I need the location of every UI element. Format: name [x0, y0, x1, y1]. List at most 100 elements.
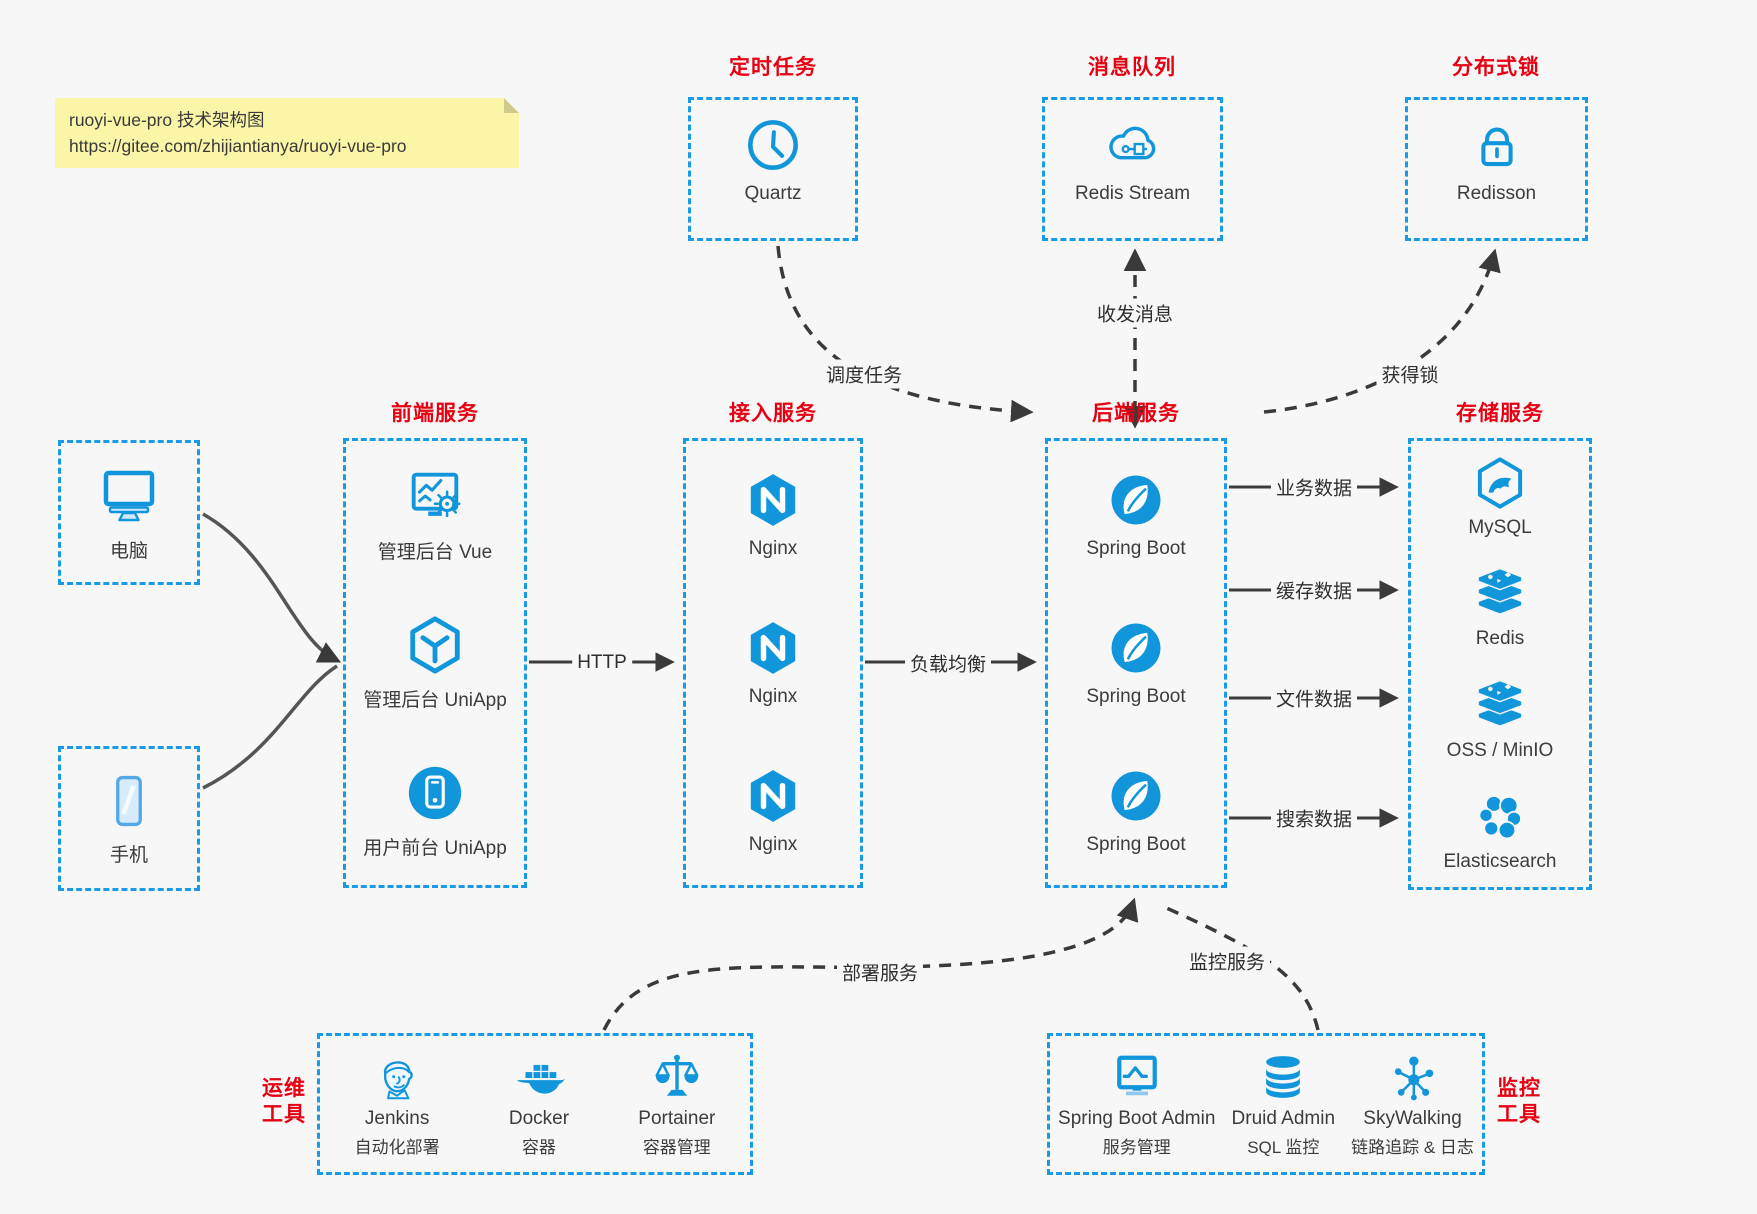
- node-admin-vue: 管理后台 Vue: [378, 466, 492, 564]
- tool-name: Druid Admin: [1231, 1107, 1336, 1129]
- node-label: Redis: [1475, 628, 1525, 650]
- sticky-note: ruoyi-vue-pro 技术架构图 https://gitee.com/zh…: [55, 98, 519, 168]
- node-label: Spring Boot: [1086, 537, 1186, 559]
- edge-label-business-data: 业务数据: [1270, 472, 1358, 502]
- edge-label-schedule-task: 调度任务: [820, 359, 908, 389]
- frontend-services-title: 前端服务: [391, 402, 479, 425]
- message-queue-box: Redis Stream: [1042, 97, 1223, 241]
- storage-services-box: MySQL Redis OSS / MinIO Elasticsearch: [1408, 438, 1592, 890]
- node-jenkins: Jenkins 自动化部署: [355, 1051, 440, 1158]
- node-redis: Redis: [1472, 566, 1528, 650]
- node-label: MySQL: [1468, 516, 1532, 538]
- storage-services-title: 存储服务: [1456, 402, 1544, 425]
- edge-label-load-balance: 负载均衡: [904, 648, 992, 678]
- docker-whale-icon: [512, 1051, 566, 1105]
- spring-boot-icon: [1107, 767, 1165, 825]
- edge-label-file-data: 文件数据: [1270, 683, 1358, 713]
- tool-desc: 服务管理: [1102, 1137, 1171, 1157]
- node-user-uniapp: 用户前台 UniApp: [363, 762, 507, 860]
- mysql-dolphin-icon: [1472, 455, 1528, 511]
- note-fold-corner: [504, 98, 519, 113]
- lock-icon: [1468, 116, 1526, 174]
- node-oss-minio: OSS / MinIO: [1446, 678, 1554, 762]
- gateway-services-title: 接入服务: [729, 402, 817, 425]
- edge-label-send-receive-message: 收发消息: [1091, 298, 1179, 328]
- node-redis-stream: Redis Stream: [1075, 116, 1190, 205]
- scheduled-task-box: Quartz: [688, 97, 858, 241]
- tool-name: Spring Boot Admin: [1058, 1107, 1216, 1129]
- tool-desc: 链路追踪 & 日志: [1351, 1137, 1474, 1157]
- pc-client-box: 电脑: [58, 440, 200, 585]
- node-nginx-2: Nginx: [744, 619, 802, 708]
- ops-tools-label-line2: 工具: [262, 1103, 306, 1127]
- node-druid-admin: Druid Admin SQL 监控: [1231, 1051, 1336, 1158]
- node-label: Nginx: [748, 833, 798, 855]
- node-label: Nginx: [748, 685, 798, 707]
- gateway-services-box: Nginx Nginx Nginx: [683, 438, 863, 888]
- tool-name: Docker: [508, 1107, 570, 1129]
- node-nginx-3: Nginx: [744, 767, 802, 856]
- ops-tools-label-line1: 运维: [262, 1077, 306, 1100]
- tool-desc: 容器管理: [642, 1137, 711, 1157]
- node-redisson: Redisson: [1457, 116, 1536, 205]
- nginx-icon: [744, 471, 802, 529]
- node-label: Spring Boot: [1086, 833, 1186, 855]
- monitor-tools-label-line1: 监控: [1497, 1077, 1541, 1100]
- edge-label-cache-data: 缓存数据: [1270, 575, 1358, 605]
- admin-dashboard-icon: [404, 466, 466, 528]
- backend-services-box: Spring Boot Spring Boot Spring Boot: [1045, 438, 1227, 888]
- message-queue-title: 消息队列: [1088, 56, 1176, 79]
- node-springboot-1: Spring Boot: [1086, 471, 1186, 560]
- database-icon: [1256, 1051, 1310, 1105]
- edge-label-search-data: 搜索数据: [1270, 803, 1358, 833]
- node-springboot-2: Spring Boot: [1086, 619, 1186, 708]
- node-label: Nginx: [748, 537, 798, 559]
- cloud-stream-icon: [1103, 116, 1161, 174]
- node-pc: 电脑: [97, 463, 161, 563]
- node-label: Quartz: [744, 183, 802, 204]
- clock-icon: [744, 116, 802, 174]
- tool-name: Jenkins: [364, 1107, 430, 1129]
- monitor-tools-label: 监控 工具: [1497, 1076, 1541, 1129]
- node-label: OSS / MinIO: [1446, 739, 1554, 761]
- node-label: 电脑: [109, 540, 148, 562]
- node-label: Redisson: [1456, 183, 1537, 204]
- scheduled-task-title: 定时任务: [729, 56, 817, 79]
- node-springboot-3: Spring Boot: [1086, 767, 1186, 856]
- nginx-icon: [744, 767, 802, 825]
- tool-name: SkyWalking: [1363, 1107, 1462, 1129]
- tool-desc: 自动化部署: [354, 1137, 440, 1157]
- tool-desc: SQL 监控: [1247, 1137, 1320, 1157]
- tool-desc: 容器: [521, 1137, 556, 1157]
- ops-tools-box: Jenkins 自动化部署 Docker 容器 Portainer 容器管理: [317, 1033, 753, 1175]
- ops-tools-label: 运维 工具: [262, 1076, 306, 1129]
- edge-label-acquire-lock: 获得锁: [1376, 359, 1444, 389]
- node-admin-uniapp: 管理后台 UniApp: [363, 614, 507, 712]
- node-spring-boot-admin: Spring Boot Admin 服务管理: [1058, 1051, 1215, 1158]
- redis-stack-icon: [1472, 566, 1528, 622]
- node-skywalking: SkyWalking 链路追踪 & 日志: [1351, 1051, 1474, 1158]
- distributed-lock-box: Redisson: [1405, 97, 1588, 241]
- phone-client-box: 手机: [58, 746, 200, 891]
- edge-label-http: HTTP: [572, 651, 632, 675]
- nginx-icon: [744, 619, 802, 677]
- monitor-chart-icon: [1110, 1051, 1164, 1105]
- note-title: ruoyi-vue-pro 技术架构图: [69, 110, 265, 130]
- node-label: 管理后台 Vue: [377, 542, 493, 563]
- distributed-lock-title: 分布式锁: [1452, 56, 1540, 79]
- edge-label-monitor-service: 监控服务: [1183, 946, 1271, 976]
- node-label: 用户前台 UniApp: [363, 838, 507, 859]
- node-mysql: MySQL: [1468, 455, 1532, 539]
- smartphone-icon: [99, 771, 159, 831]
- node-label: 手机: [109, 844, 148, 866]
- edge-label-deploy-service: 部署服务: [836, 957, 924, 987]
- mobile-app-circle-icon: [404, 762, 466, 824]
- node-phone: 手机: [99, 771, 159, 867]
- jenkins-icon: [370, 1051, 424, 1105]
- node-label: Elasticsearch: [1443, 851, 1557, 873]
- edge-phone-to-frontend: [202, 664, 338, 790]
- edge-pc-to-frontend: [202, 512, 342, 663]
- tool-name: Portainer: [638, 1107, 716, 1129]
- network-graph-icon: [1386, 1051, 1440, 1105]
- note-url: https://gitee.com/zhijiantianya/ruoyi-vu…: [69, 136, 407, 157]
